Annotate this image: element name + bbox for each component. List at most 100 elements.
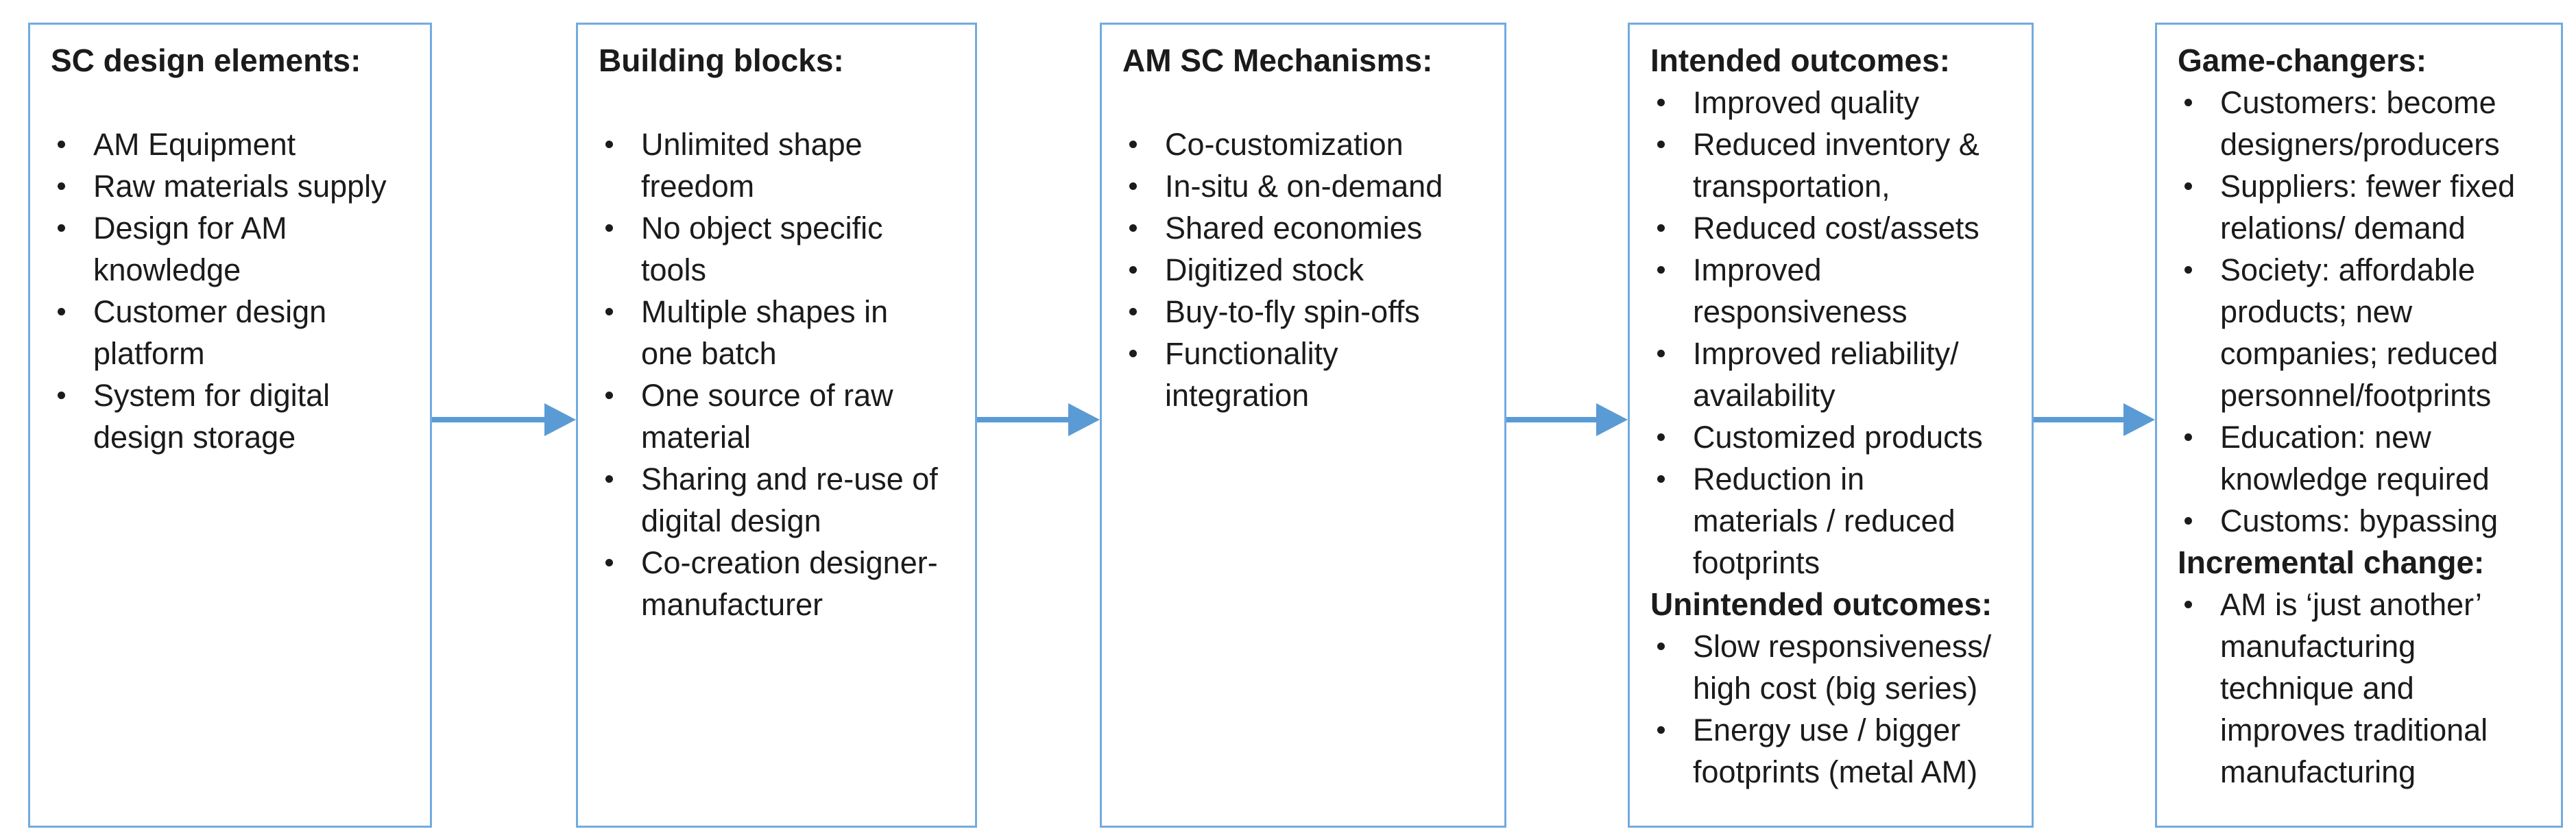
outcomes-title: Intended outcomes:	[1650, 43, 1951, 78]
right-arrow-icon	[544, 403, 576, 436]
bullet-item: Energy use / bigger footprints (metal AM…	[1650, 709, 2025, 793]
bullet-icon	[2184, 517, 2192, 525]
bullet-text: Customized products	[1693, 420, 1983, 455]
flow-arrow-3	[1506, 403, 1628, 436]
bullet-item: Co-customization	[1122, 123, 1497, 165]
bullet-item: Multiple shapes in one batch	[599, 291, 968, 374]
bullet-text: System for digital design storage	[93, 378, 330, 455]
bullet-icon	[605, 224, 613, 232]
bullet-item: Sharing and re-use of digital design	[599, 458, 968, 542]
bullet-item: Raw materials supply	[51, 165, 423, 207]
bullet-icon	[605, 141, 613, 148]
bullet-text: Improved reliability/ availability	[1693, 336, 1959, 413]
bullet-icon	[1129, 350, 1137, 357]
bullet-icon	[1129, 308, 1137, 315]
bullet-icon	[58, 224, 65, 232]
bullet-icon	[1657, 350, 1665, 357]
bullet-text: Customer design platform	[93, 294, 327, 371]
bullet-item: Improved responsiveness	[1650, 249, 2025, 333]
bullet-icon	[58, 392, 65, 399]
bullet-icon	[2184, 266, 2192, 274]
bullet-icon	[2184, 433, 2192, 441]
outcomes-bullet-list-2: Slow responsiveness/ high cost (big seri…	[1650, 625, 2025, 793]
bullet-text: Co-customization	[1165, 127, 1404, 162]
bullet-item: In-situ & on-demand	[1122, 165, 1497, 207]
bullet-icon	[1657, 643, 1665, 650]
bullet-item: Co-creation designer- manufacturer	[599, 542, 968, 625]
bullet-item: No object specific tools	[599, 207, 968, 291]
bullet-icon	[605, 308, 613, 315]
arrow-line	[977, 417, 1072, 422]
bullet-icon	[1657, 99, 1665, 106]
bullet-item: Slow responsiveness/ high cost (big seri…	[1650, 625, 2025, 709]
bullet-icon	[1129, 266, 1137, 274]
bullet-text: No object specific tools	[641, 211, 883, 287]
bullet-icon	[1657, 433, 1665, 441]
game-changers-title: Game-changers:	[2178, 43, 2427, 78]
bullet-item: Reduction in materials / reduced footpri…	[1650, 458, 2025, 584]
bullet-text: Co-creation designer- manufacturer	[641, 545, 938, 622]
bullet-text: Slow responsiveness/ high cost (big seri…	[1693, 629, 1992, 706]
bullet-item: Improved quality	[1650, 82, 2025, 123]
bullet-text: Customers: become designers/producers	[2220, 85, 2500, 162]
bullet-text: AM is ‘just another’ manufacturing techn…	[2220, 587, 2488, 789]
game-changers-bullet-list-2: AM is ‘just another’ manufacturing techn…	[2178, 584, 2554, 793]
bullet-text: Reduced inventory & transportation,	[1693, 127, 1979, 204]
bullet-icon	[1657, 224, 1665, 232]
bullet-item: Reduced inventory & transportation,	[1650, 123, 2025, 207]
bullet-text: Multiple shapes in one batch	[641, 294, 889, 371]
bullet-text: Improved quality	[1693, 85, 1920, 120]
bullet-text: Buy-to-fly spin-offs	[1165, 294, 1420, 329]
bullet-icon	[2184, 601, 2192, 608]
am-sc-mechanisms-title: AM SC Mechanisms:	[1122, 43, 1433, 78]
flow-arrow-2	[977, 403, 1100, 436]
bullet-icon	[2184, 99, 2192, 106]
bullet-icon	[1657, 475, 1665, 483]
bullet-item: Customs: bypassing	[2178, 500, 2554, 542]
bullet-text: Customs: bypassing	[2220, 503, 2499, 538]
bullet-text: AM Equipment	[93, 127, 296, 162]
bullet-icon	[1657, 141, 1665, 148]
bullet-text: Suppliers: fewer fixed relations/ demand	[2220, 169, 2516, 246]
bullet-item: One source of raw material	[599, 374, 968, 458]
bullet-item: Customer design platform	[51, 291, 423, 374]
bullet-icon	[1657, 726, 1665, 734]
bullet-icon	[2184, 182, 2192, 190]
bullet-text: Design for AM knowledge	[93, 211, 287, 287]
bullet-text: Shared economies	[1165, 211, 1423, 246]
right-arrow-icon	[2123, 403, 2155, 436]
bullet-item: Shared economies	[1122, 207, 1497, 249]
bullet-text: Energy use / bigger footprints (metal AM…	[1693, 713, 1978, 789]
bullet-item: Society: affordable products; new compan…	[2178, 249, 2554, 416]
bullet-item: AM is ‘just another’ manufacturing techn…	[2178, 584, 2554, 793]
bullet-icon	[1129, 224, 1137, 232]
bullet-text: Improved responsiveness	[1693, 252, 1907, 329]
arrow-line	[1506, 417, 1600, 422]
bullet-icon	[58, 308, 65, 315]
bullet-text: Functionality integration	[1165, 336, 1338, 413]
box-game-changers: Game-changers: Customers: become designer…	[2155, 23, 2563, 828]
bullet-text: Society: affordable products; new compan…	[2220, 252, 2499, 413]
bullet-item: Unlimited shape freedom	[599, 123, 968, 207]
bullet-text: Digitized stock	[1165, 252, 1364, 287]
bullet-item: Customers: become designers/producers	[2178, 82, 2554, 165]
arrow-line	[2034, 417, 2128, 422]
bullet-icon	[1129, 141, 1137, 148]
bullet-text: In-situ & on-demand	[1165, 169, 1443, 204]
bullet-icon	[1129, 182, 1137, 190]
bullet-text: Unlimited shape freedom	[641, 127, 863, 204]
bullet-icon	[58, 141, 65, 148]
bullet-text: Sharing and re-use of digital design	[641, 462, 938, 538]
bullet-item: Functionality integration	[1122, 333, 1497, 416]
bullet-item: Reduced cost/assets	[1650, 207, 2025, 249]
bullet-text: Education: new knowledge required	[2220, 420, 2490, 496]
bullet-item: Buy-to-fly spin-offs	[1122, 291, 1497, 333]
bullet-icon	[605, 475, 613, 483]
